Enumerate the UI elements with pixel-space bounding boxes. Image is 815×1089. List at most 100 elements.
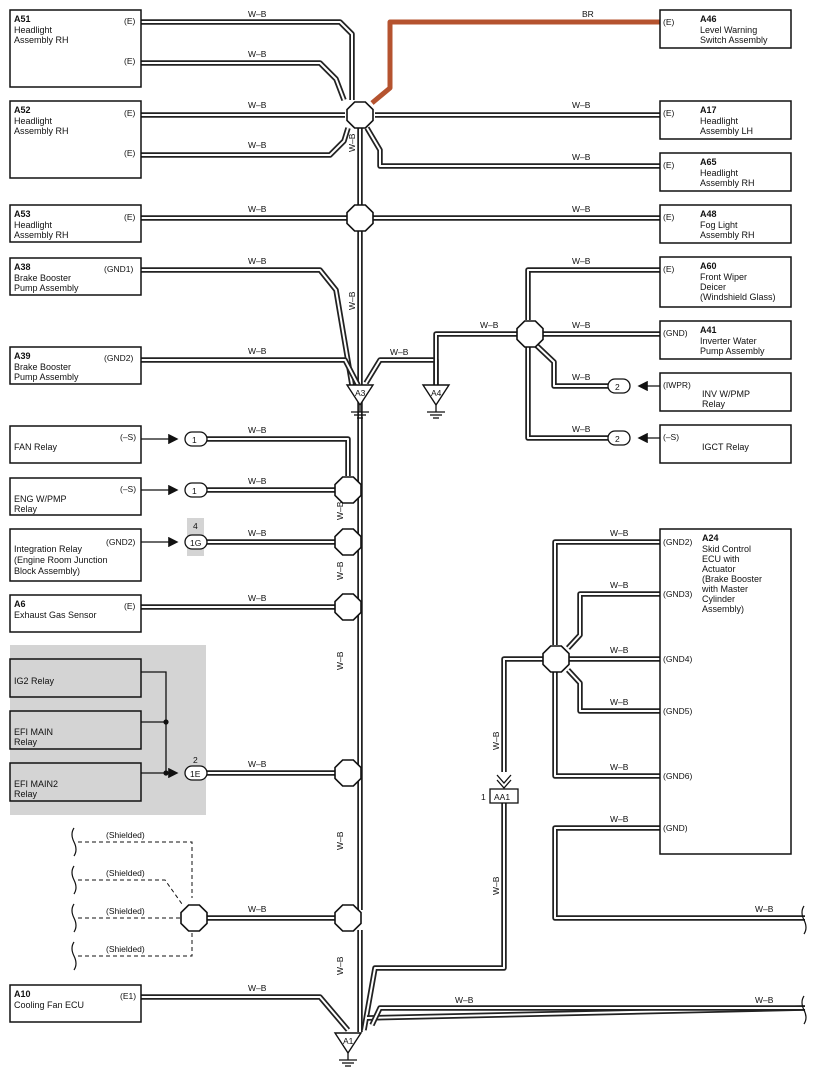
component-a38: A38 Brake Booster Pump Assembly (GND1) [9,257,142,296]
component-a41-line1: Inverter Water [700,336,757,346]
component-inv-line2: Relay [702,399,726,409]
component-eng-pin1: (–S) [120,484,136,494]
component-a6-pin1: (E) [124,601,136,611]
connector-1e-pin-number: 2 [193,755,198,765]
component-eng-line1: ENG W/PMP [14,494,67,504]
component-a60: A60 Front Wiper Deicer (Windshield Glass… [659,256,792,308]
wire-label-12: W–B [480,320,499,330]
junction-6 [334,759,362,787]
component-a51-code: A51 [14,14,31,24]
wire-label-vertical-7: W–B [491,731,501,750]
wire-label-23: W–B [610,528,629,538]
connector-1e-label: 1E [190,769,201,779]
component-a24-line2: ECU with [702,554,740,564]
harness-wire-core-24 [554,541,660,645]
component-eng-wpmp-relay: ENG W/PMP Relay (–S) [9,477,142,516]
ground-a3-label: A3 [355,388,366,398]
component-efi-main-relay: EFI MAIN Relay [9,710,142,750]
harness-wire-core-14 [535,344,608,387]
component-a24-pin-gnd3: (GND3) [663,589,692,599]
component-inv-pin1: (IWPR) [663,380,691,390]
component-a51-line1: Headlight [14,25,53,35]
harness-wire-30 [361,803,507,1031]
harness-wire-28 [552,672,660,779]
junction-0 [346,101,374,129]
component-a38-line1: Brake Booster [14,273,71,283]
component-efi-main2-relay: EFI MAIN2 Relay [9,762,142,802]
wire-label-19: W–B [248,593,267,603]
wire-label-26: W–B [610,697,629,707]
component-efimain-line1: EFI MAIN [14,727,53,737]
wire-label-7: W–B [572,204,591,214]
wire-label-2: W–B [248,100,267,110]
junction-5 [334,593,362,621]
connector-2-igct: 2 [607,430,660,446]
junction-4 [334,528,362,556]
component-a46-line2: Switch Assembly [700,35,768,45]
component-inv-line1: INV W/PMP [702,389,750,399]
component-a24-pin-gnd2: (GND2) [663,537,692,547]
component-a46-pin1: (E) [663,17,675,27]
harness-wire-core-1 [141,62,345,101]
component-a17: A17 Headlight Assembly LH (E) [659,100,792,140]
wire-label-5: W–B [572,152,591,162]
component-a48-pin1: (E) [663,212,675,222]
wire-label-vertical-1: W–B [347,291,357,310]
wire-label-9: W–B [572,256,591,266]
wire-label-0: W–B [248,9,267,19]
component-a46-code: A46 [700,14,717,24]
shielded-wires [78,841,193,957]
component-igct-line1: IGCT Relay [702,442,749,452]
component-a17-pin1: (E) [663,108,675,118]
harness-wire-core-5 [366,127,660,167]
wire-label-13: W–B [572,320,591,330]
wire-label-14: W–B [572,372,591,382]
component-a24-line6: Cylinder [702,594,735,604]
harness-wire-core-15 [527,346,608,439]
component-igct-pin1: (–S) [663,432,679,442]
wire-label-16: W–B [248,425,267,435]
component-a65: A65 Headlight Assembly RH (E) [659,152,792,192]
component-a24-line5: with Master [701,584,748,594]
component-integ-pin1: (GND2) [106,537,135,547]
wire-label-10: W–B [248,346,267,356]
component-a17-line2: Assembly LH [700,126,753,136]
connector-1-eng-label: 1 [192,486,197,496]
component-a10-line1: Cooling Fan ECU [14,1000,84,1010]
component-a39-line1: Brake Booster [14,362,71,372]
harness-wire-15 [525,346,608,441]
wire-label-29: W–B [755,904,774,914]
component-a51: A51 Headlight Assembly RH (E) (E) [9,9,142,88]
component-fan-relay: FAN Relay (–S) [9,425,142,464]
harness-wire-core-8 [141,269,353,386]
component-a10-pin1: (E1) [120,991,136,1001]
harness-wire-25 [565,591,660,650]
shielded-label-2: (Shielded) [106,868,145,878]
component-a24-pin-gnd5: (GND5) [663,706,692,716]
component-a41: A41 Inverter Water Pump Assembly (GND) [659,320,792,360]
wire-label-28: W–B [610,814,629,824]
harness-wire-core-25 [567,593,660,649]
component-a53-code: A53 [14,209,31,219]
br-wire-label: BR [582,9,594,19]
wire-label-17: W–B [248,476,267,486]
component-a24: A24 Skid Control ECU with Actuator (Brak… [659,528,792,855]
harness-wire-core-31 [554,827,805,919]
component-eng-line2: Relay [14,504,38,514]
wire-label-8: W–B [248,256,267,266]
wire-label-22: W–B [248,983,267,993]
harness-wire-5 [364,126,660,169]
ground-a3: A3 [345,384,375,419]
wire-label-vertical-6: W–B [335,956,345,975]
connector-1g-label: 1G [190,538,201,548]
component-a48-line2: Assembly RH [700,230,755,240]
harness-wire-3 [141,127,351,158]
connector-1g-pin-number: 4 [193,521,198,531]
component-ig2-line1: IG2 Relay [14,676,55,686]
component-a65-pin1: (E) [663,160,675,170]
ground-a4: A4 [421,384,451,419]
component-a24-pin-gnd4: (GND4) [663,654,692,664]
component-a51-pin1: (E) [124,16,136,26]
component-ig2-relay: IG2 Relay [9,658,142,698]
harness-wire-29 [501,656,543,772]
